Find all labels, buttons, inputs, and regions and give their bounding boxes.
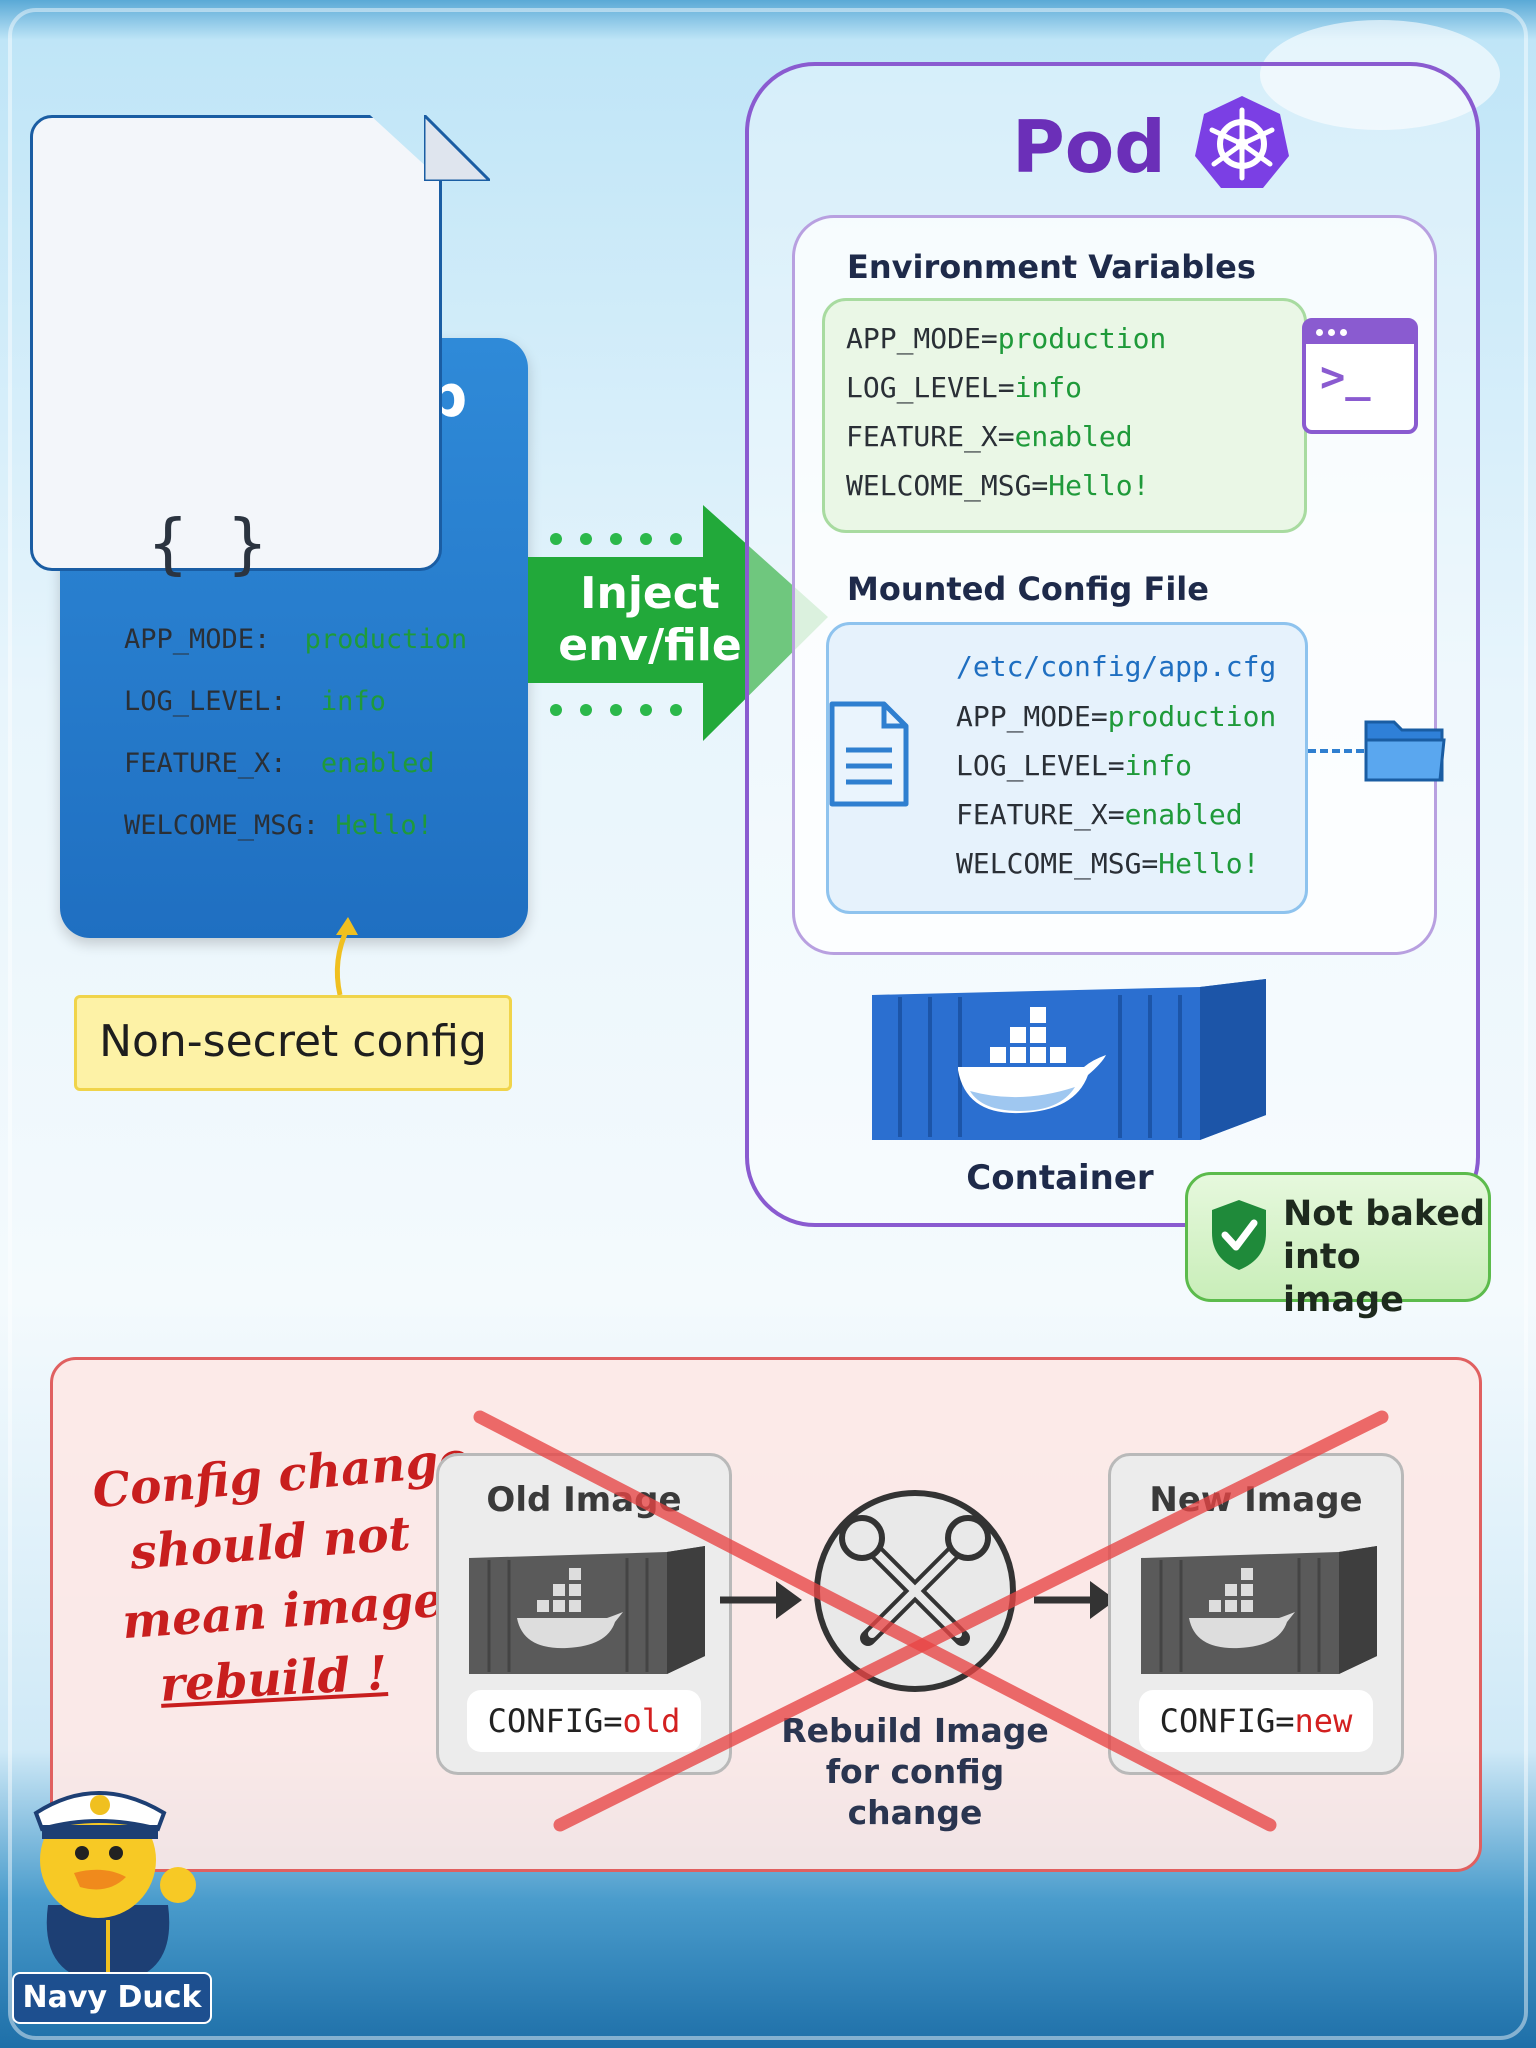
config-file-value: info (1124, 749, 1193, 782)
duck-mascot-icon (33, 1791, 196, 1983)
terminal-icon: >_ (1302, 318, 1418, 434)
right-arrow-icon (720, 1581, 802, 1619)
config-file-row: WELCOME_MSG=Hello! (956, 847, 1259, 880)
old-container-icon (469, 1546, 705, 1674)
configmap-entry-key: WELCOME_MSG: (124, 810, 320, 841)
env-var-value: production (997, 322, 1167, 355)
shield-check-icon (1212, 1200, 1266, 1270)
rebuild-line: Rebuild Image (781, 1711, 1049, 1750)
inject-label: Inject env/file (530, 568, 770, 672)
config-file-key: WELCOME_MSG= (956, 847, 1159, 880)
config-file-value: production (1107, 700, 1277, 733)
mascot-label: Navy Duck (12, 1972, 212, 2024)
env-section-title: Environment Variables (847, 248, 1256, 286)
new-image-card: New Image CONFIG=new (1108, 1453, 1404, 1775)
window-dot-icon (1340, 329, 1347, 336)
page-fold-icon (424, 115, 490, 181)
not-baked-badge: Not baked into image (1185, 1172, 1491, 1320)
configmap-entry: APP_MODE: production (124, 624, 467, 655)
document-icon (829, 701, 909, 807)
configmap-entry: WELCOME_MSG: Hello! (124, 810, 433, 841)
rebuild-label: Rebuild Image for config change (760, 1710, 1070, 1833)
config-file-key: LOG_LEVEL= (956, 749, 1125, 782)
badge-text: Not baked into image (1283, 1193, 1488, 1322)
config-file-value: enabled (1124, 798, 1243, 831)
badge-line: Not baked (1283, 1194, 1486, 1234)
configmap-entry-value: Hello! (335, 810, 433, 841)
env-var-value: Hello! (1048, 469, 1150, 502)
config-file-key: APP_MODE= (956, 700, 1108, 733)
new-container-icon (1141, 1546, 1377, 1674)
folder-icon (1364, 720, 1446, 782)
container-label: Container (966, 1158, 1154, 1198)
mount-link-line (1308, 749, 1364, 753)
non-secret-note: Non-secret config (74, 995, 512, 1091)
env-vars-box (822, 298, 1307, 533)
configmap-entry: FEATURE_X: enabled (124, 748, 435, 779)
config-file-value: Hello! (1158, 847, 1260, 880)
env-var-row: FEATURE_X=enabled (846, 420, 1133, 453)
configmap-entry-key: LOG_LEVEL: (124, 686, 287, 717)
right-arrow-icon (1034, 1581, 1116, 1619)
configmap-entry-value: enabled (320, 748, 435, 779)
config-key: CONFIG= (1159, 1702, 1295, 1740)
terminal-prompt: >_ (1320, 352, 1371, 401)
config-file-row: FEATURE_X=enabled (956, 798, 1243, 831)
old-config-pill: CONFIG=old (467, 1690, 701, 1752)
config-file-row: APP_MODE=production (956, 700, 1276, 733)
config-file-path: /etc/config/app.cfg (956, 650, 1277, 683)
env-var-key: APP_MODE= (846, 322, 998, 355)
inject-arrow (528, 505, 828, 741)
configmap-document (30, 115, 442, 571)
badge-line: into image (1283, 1237, 1404, 1320)
env-var-key: FEATURE_X= (846, 420, 1015, 453)
old-image-card: Old Image CONFIG=old (436, 1453, 732, 1775)
env-var-key: WELCOME_MSG= (846, 469, 1049, 502)
cross-out-mark (473, 1410, 1389, 1832)
pointer-arrow-icon (334, 917, 358, 996)
config-file-key: FEATURE_X= (956, 798, 1125, 831)
env-var-row: LOG_LEVEL=info (846, 371, 1082, 404)
inject-label-line: env/file (558, 620, 742, 671)
braces-icon: { } (148, 505, 268, 582)
config-key: CONFIG= (487, 1702, 623, 1740)
terminal-titlebar (1306, 322, 1414, 344)
non-secret-note-text: Non-secret config (99, 1016, 487, 1067)
configmap-entry-key: APP_MODE: (124, 624, 271, 655)
container-icon (872, 979, 1266, 1140)
window-dot-icon (1316, 329, 1323, 336)
background-frame (8, 8, 1528, 2040)
kubernetes-icon (1195, 96, 1289, 188)
env-var-value: enabled (1014, 420, 1133, 453)
env-var-row: WELCOME_MSG=Hello! (846, 469, 1149, 502)
env-var-row: APP_MODE=production (846, 322, 1166, 355)
inject-label-line: Inject (580, 568, 720, 619)
configmap-entry-value: production (304, 624, 468, 655)
configmap-entry: LOG_LEVEL: info (124, 686, 386, 717)
mount-section-title: Mounted Config File (847, 570, 1209, 608)
configmap-entry-key: FEATURE_X: (124, 748, 287, 779)
configmap-entry-value: info (320, 686, 386, 717)
config-value: new (1294, 1702, 1353, 1740)
config-value: old (622, 1702, 681, 1740)
new-config-pill: CONFIG=new (1139, 1690, 1373, 1752)
config-file-row: LOG_LEVEL=info (956, 749, 1192, 782)
rebuild-line: for config change (825, 1752, 1005, 1832)
window-dot-icon (1328, 329, 1335, 336)
env-var-key: LOG_LEVEL= (846, 371, 1015, 404)
pod-title: Pod (1012, 105, 1166, 189)
env-var-value: info (1014, 371, 1083, 404)
